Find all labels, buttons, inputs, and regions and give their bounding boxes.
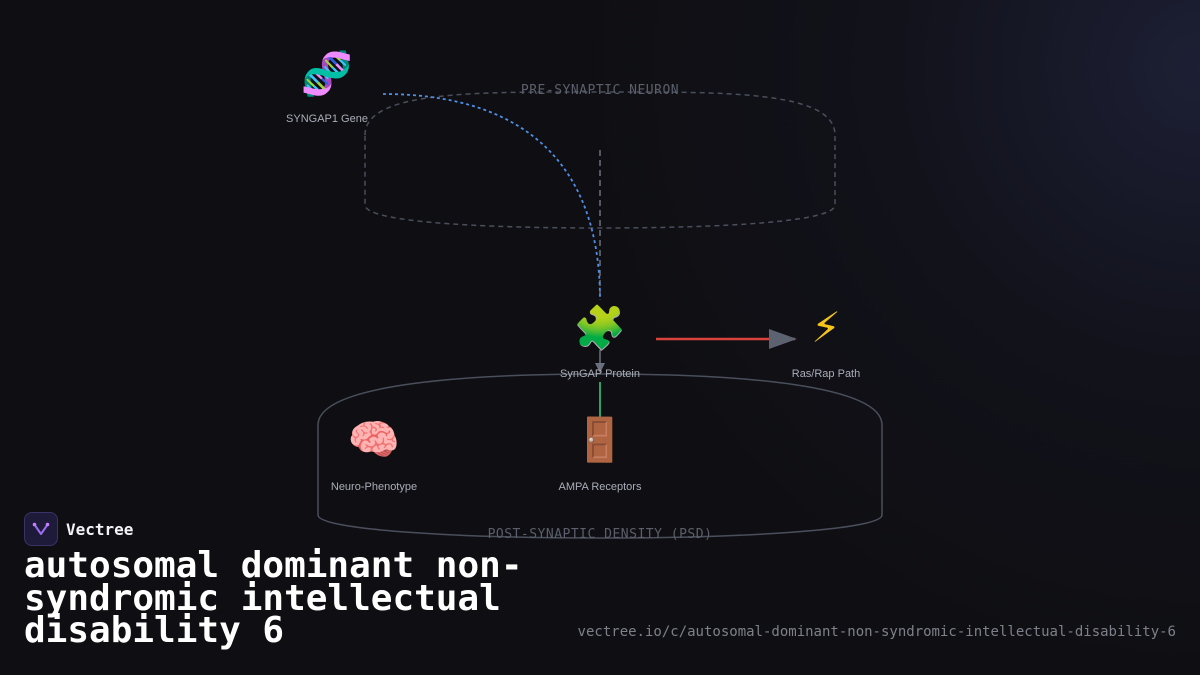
lightning-icon: ⚡ xyxy=(811,303,841,352)
node-syngap1-gene[interactable]: 🧬 SYNGAP1 Gene xyxy=(286,48,368,125)
node-ampa-receptors[interactable]: 🚪 AMPA Receptors xyxy=(559,415,642,493)
post-synaptic-zone xyxy=(317,373,883,539)
post-synaptic-label: POST-SYNAPTIC DENSITY (PSD) xyxy=(488,527,713,542)
page-title: autosomal dominant non-syndromic intelle… xyxy=(24,545,523,651)
node-ras-rap-path[interactable]: ⚡ Ras/Rap Path xyxy=(792,303,860,380)
pre-synaptic-label: PRE-SYNAPTIC NEURON xyxy=(521,83,679,98)
brand-name: Vectree xyxy=(66,519,134,539)
node-syngap-protein[interactable]: 🧩 SynGAP Protein xyxy=(560,303,640,380)
pre-synaptic-zone xyxy=(364,91,836,229)
protein-label: SynGAP Protein xyxy=(560,368,640,380)
brand: Vectree xyxy=(24,512,133,546)
brain-icon: 🧠 xyxy=(348,415,400,464)
brain-label: Neuro-Phenotype xyxy=(331,481,417,493)
page-url[interactable]: vectree.io/c/autosomal-dominant-non-synd… xyxy=(577,624,1176,640)
dna-icon: 🧬 xyxy=(301,48,353,99)
ras-label: Ras/Rap Path xyxy=(792,368,860,380)
door-icon: 🚪 xyxy=(574,415,626,464)
puzzle-icon: 🧩 xyxy=(574,303,626,352)
node-neuro-phenotype[interactable]: 🧠 Neuro-Phenotype xyxy=(331,415,417,493)
vectree-logo-icon xyxy=(24,512,58,546)
ampa-label: AMPA Receptors xyxy=(559,481,642,493)
gene-to-protein-edge xyxy=(382,93,601,301)
gene-label: SYNGAP1 Gene xyxy=(286,113,368,125)
